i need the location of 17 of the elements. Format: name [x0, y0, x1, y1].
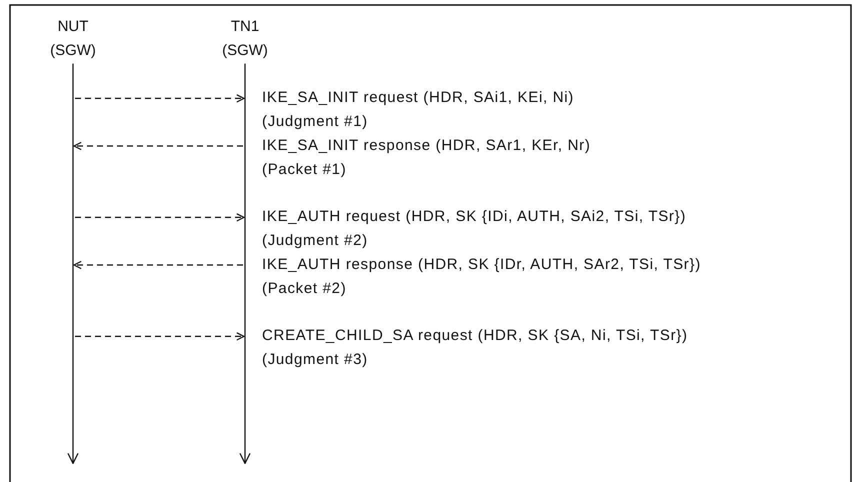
participant-label: NUT (SGW)	[49, 17, 97, 61]
message-arrow	[73, 260, 243, 270]
message-label: IKE_SA_INIT response (HDR, SAr1, KEr, Nr)	[262, 136, 591, 156]
participant-label: TN1 (SGW)	[221, 17, 269, 61]
message-arrow	[75, 332, 245, 341]
note-text: (Judgment #3)	[262, 350, 368, 370]
message-label: IKE_AUTH response (HDR, SK {IDr, AUTH, SAr2, TSi, TSr})	[262, 255, 701, 275]
note-text: (Packet #1)	[262, 160, 346, 180]
note-text: (Judgment #1)	[262, 112, 368, 132]
message-label: IKE_SA_INIT request (HDR, SAi1, KEi, Ni)	[262, 88, 574, 108]
message-arrow	[73, 142, 243, 150]
message-arrow	[75, 213, 245, 222]
note-text: (Packet #2)	[262, 278, 346, 299]
note-text: (Judgment #2)	[262, 231, 368, 252]
message-arrow	[75, 94, 245, 103]
message-label: CREATE_CHILD_SA request (HDR, SK {SA, Ni, TSi, TSr})	[262, 326, 688, 346]
message-label: IKE_AUTH request (HDR, SK {IDi, AUTH, SAi2, TSi, TSr})	[262, 207, 686, 228]
